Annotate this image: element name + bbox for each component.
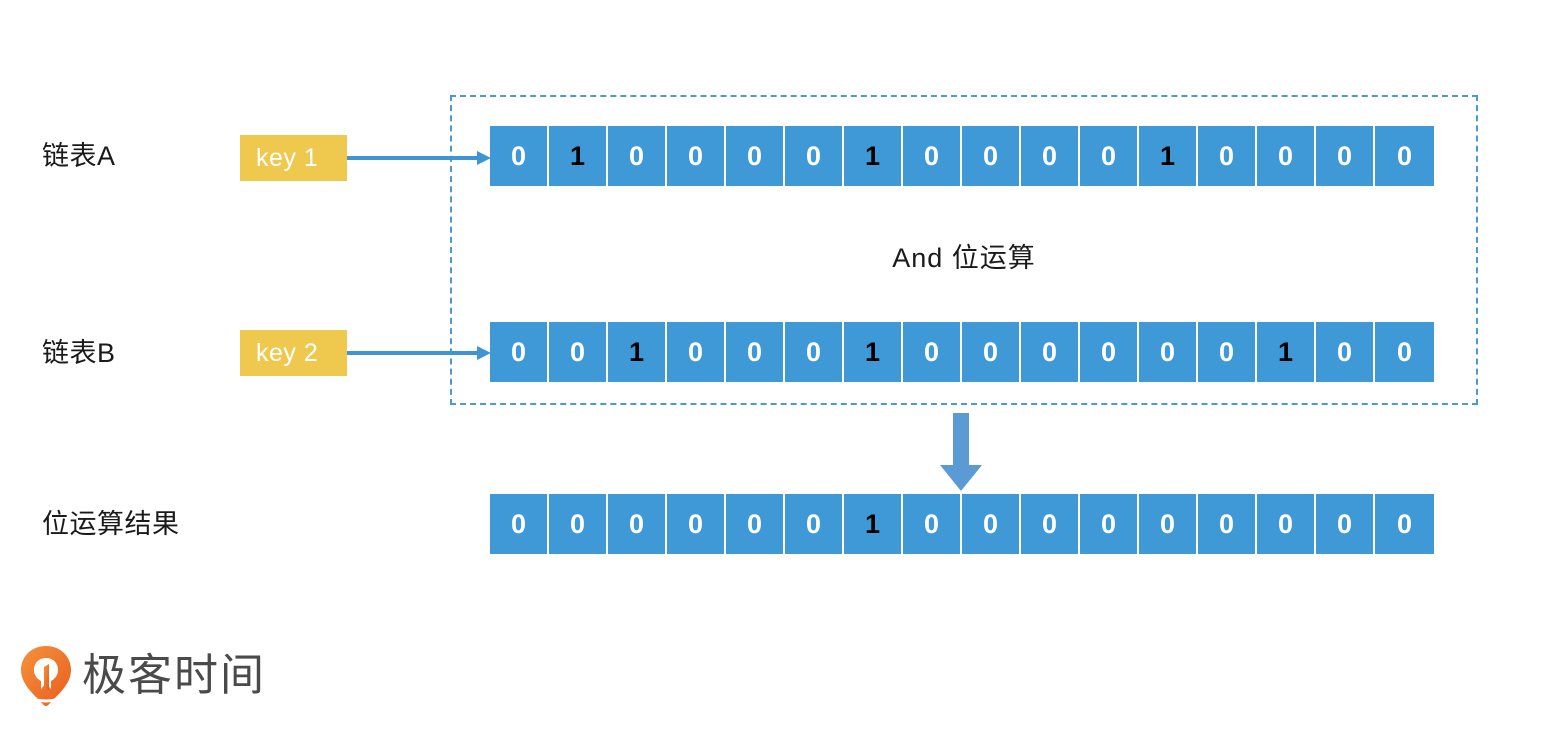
operation-caption: And 位运算 <box>892 243 1036 273</box>
row-label-list-b: 链表B <box>42 338 116 368</box>
bit-cell-a-13: 0 <box>1257 126 1316 186</box>
key-chip-2[interactable]: key 2 <box>240 330 347 376</box>
arrow-right-icon <box>347 346 491 360</box>
key-chip-1[interactable]: key 1 <box>240 135 347 181</box>
bit-cell-a-7: 0 <box>903 126 962 186</box>
row-label-result: 位运算结果 <box>42 509 180 539</box>
bit-cell-a-5: 0 <box>785 126 844 186</box>
bit-cell-result-11: 0 <box>1139 494 1198 554</box>
bit-cell-b-5: 0 <box>785 322 844 382</box>
brand-logo: 极客时间 <box>20 645 266 707</box>
bit-cell-b-6: 1 <box>844 322 903 382</box>
bit-cell-result-5: 0 <box>785 494 844 554</box>
bit-cell-result-8: 0 <box>962 494 1021 554</box>
bit-cell-b-2: 1 <box>608 322 667 382</box>
bit-cell-a-8: 0 <box>962 126 1021 186</box>
bit-cell-a-15: 0 <box>1375 126 1434 186</box>
bit-cell-a-3: 0 <box>667 126 726 186</box>
bit-cell-b-1: 0 <box>549 322 608 382</box>
bit-cell-b-4: 0 <box>726 322 785 382</box>
bit-cell-result-0: 0 <box>490 494 549 554</box>
connector-arrow-b <box>347 343 491 363</box>
bit-cell-b-10: 0 <box>1080 322 1139 382</box>
row-label-list-a: 链表A <box>42 141 116 171</box>
bit-cell-result-10: 0 <box>1080 494 1139 554</box>
bit-cell-b-11: 0 <box>1139 322 1198 382</box>
bit-cell-b-7: 0 <box>903 322 962 382</box>
geektime-pin-logo-icon <box>21 646 71 706</box>
bit-cell-result-13: 0 <box>1257 494 1316 554</box>
bit-cell-a-9: 0 <box>1021 126 1080 186</box>
and-operation-container <box>450 95 1478 405</box>
bit-cell-result-15: 0 <box>1375 494 1434 554</box>
bit-cell-b-14: 0 <box>1316 322 1375 382</box>
bit-cell-a-4: 0 <box>726 126 785 186</box>
bit-cell-result-6: 1 <box>844 494 903 554</box>
key-chip-1-label: key 1 <box>256 143 319 172</box>
bit-cell-b-15: 0 <box>1375 322 1434 382</box>
bit-cell-a-14: 0 <box>1316 126 1375 186</box>
bit-cell-b-0: 0 <box>490 322 549 382</box>
bit-cell-b-3: 0 <box>667 322 726 382</box>
bit-cell-result-4: 0 <box>726 494 785 554</box>
key-chip-2-label: key 2 <box>256 338 319 367</box>
bit-cell-result-3: 0 <box>667 494 726 554</box>
bit-cell-result-7: 0 <box>903 494 962 554</box>
bit-cell-result-9: 0 <box>1021 494 1080 554</box>
connector-arrow-a <box>347 148 491 168</box>
bit-cell-b-13: 1 <box>1257 322 1316 382</box>
bit-cell-b-12: 0 <box>1198 322 1257 382</box>
bit-cell-b-9: 0 <box>1021 322 1080 382</box>
flow-arrow-down <box>938 413 984 491</box>
bit-cell-result-14: 0 <box>1316 494 1375 554</box>
bit-cell-a-6: 1 <box>844 126 903 186</box>
brand-name: 极客时间 <box>82 651 266 700</box>
arrow-down-icon <box>940 413 982 491</box>
bit-cell-a-2: 0 <box>608 126 667 186</box>
arrow-right-icon <box>347 151 491 165</box>
bit-cell-result-1: 0 <box>549 494 608 554</box>
bit-cell-a-12: 0 <box>1198 126 1257 186</box>
bit-cell-b-8: 0 <box>962 322 1021 382</box>
bit-cell-a-1: 1 <box>549 126 608 186</box>
bit-cell-a-10: 0 <box>1080 126 1139 186</box>
bit-cell-a-11: 1 <box>1139 126 1198 186</box>
bit-cell-result-2: 0 <box>608 494 667 554</box>
bit-cell-result-12: 0 <box>1198 494 1257 554</box>
bit-cell-a-0: 0 <box>490 126 549 186</box>
